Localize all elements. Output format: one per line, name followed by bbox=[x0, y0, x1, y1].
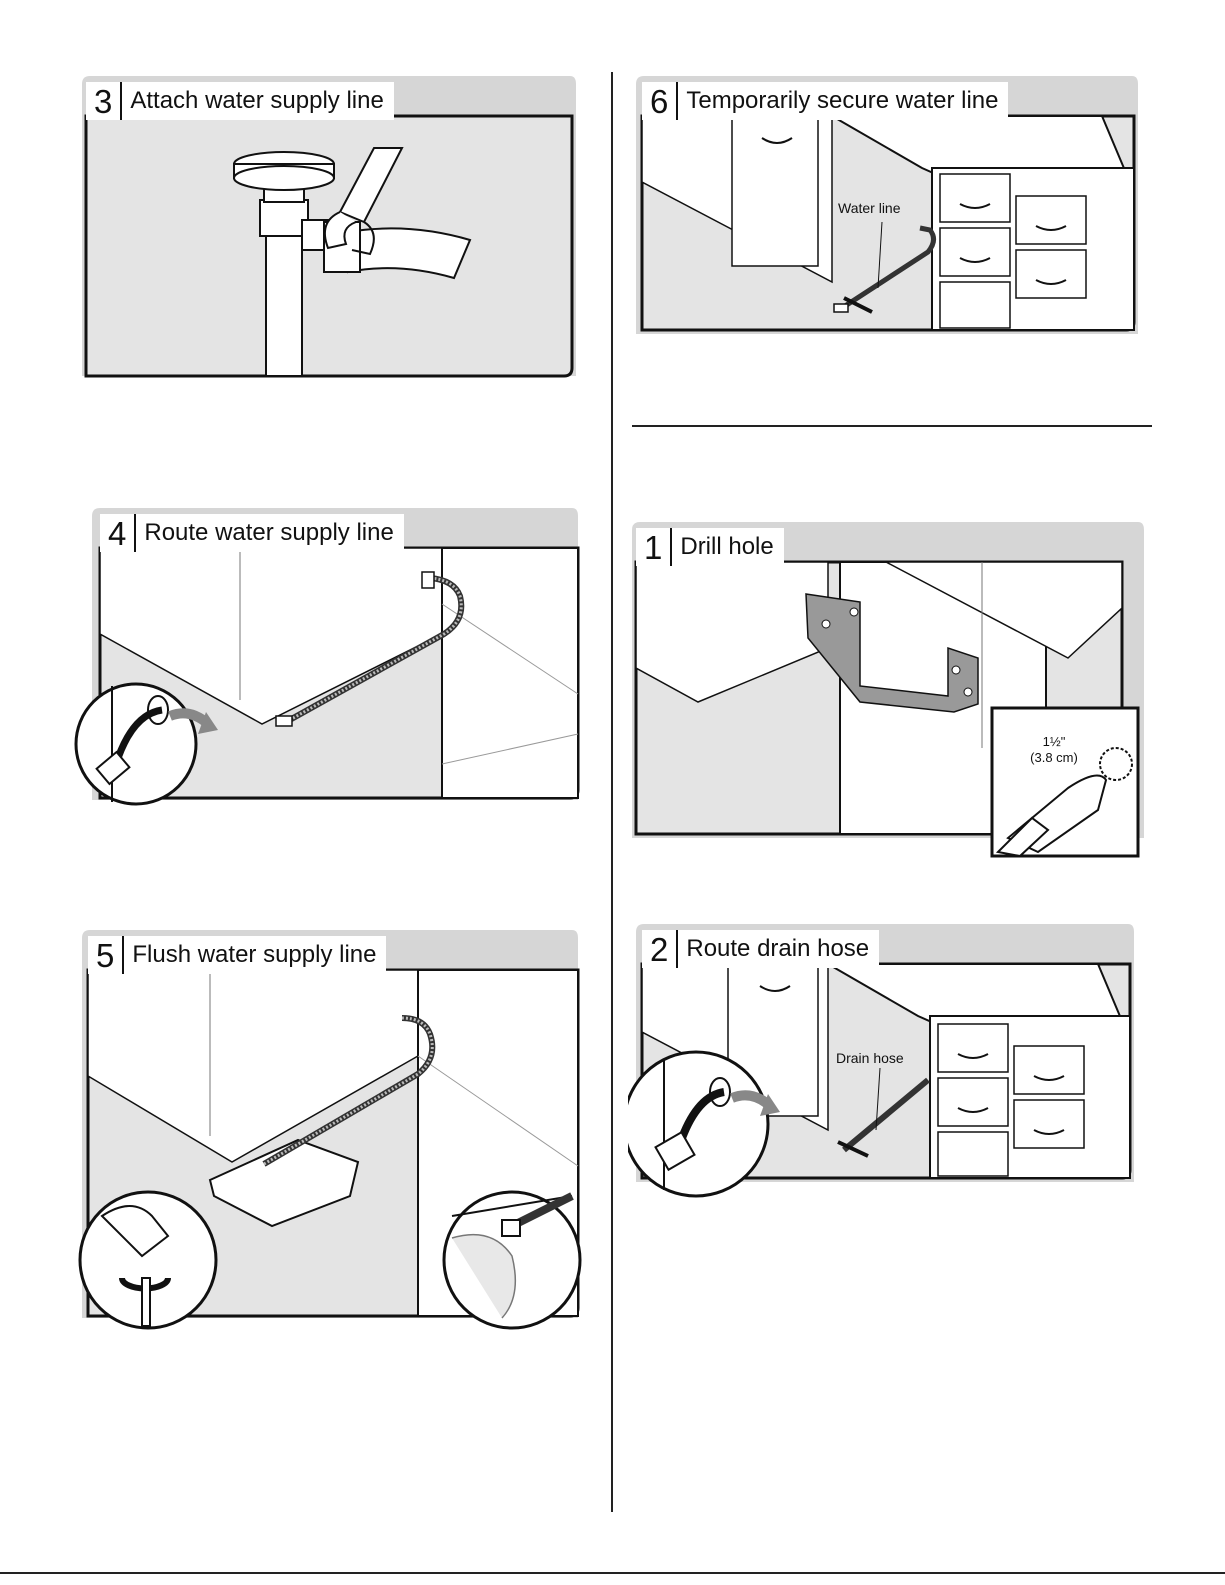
step-number: 5 bbox=[88, 936, 124, 974]
step-number: 3 bbox=[86, 82, 122, 120]
step-title: Route water supply line bbox=[136, 514, 403, 552]
step-number: 1 bbox=[636, 528, 672, 566]
drill-size-imperial: 1½" bbox=[1018, 734, 1090, 750]
drill-illustration bbox=[628, 518, 1148, 860]
step-tab-1: 1 Drill hole bbox=[636, 528, 784, 566]
step-number: 6 bbox=[642, 82, 678, 120]
drill-size-metric: (3.8 cm) bbox=[1018, 750, 1090, 766]
step-title: Flush water supply line bbox=[124, 936, 386, 974]
figure-attach-water-supply-line: 3 Attach water supply line bbox=[78, 72, 580, 384]
column-divider bbox=[611, 72, 613, 1512]
step-title: Route drain hose bbox=[678, 930, 879, 968]
step-tab-2: 2 Route drain hose bbox=[642, 930, 879, 968]
figure-drill-hole: 1 Drill hole 1½" (3.8 cm) bbox=[628, 518, 1148, 860]
step-title: Drill hole bbox=[672, 528, 783, 566]
water-line-callout: Water line bbox=[838, 200, 901, 216]
drain-hose-callout: Drain hose bbox=[836, 1050, 904, 1066]
step-tab-3: 3 Attach water supply line bbox=[86, 82, 394, 120]
figure-route-water-supply-line: 4 Route water supply line bbox=[72, 504, 584, 816]
footer-rule bbox=[0, 1572, 1225, 1574]
step-tab-6: 6 Temporarily secure water line bbox=[642, 82, 1008, 120]
figure-flush-water-supply-line: 5 Flush water supply line bbox=[72, 926, 584, 1342]
step-number: 2 bbox=[642, 930, 678, 968]
section-divider bbox=[632, 425, 1152, 427]
figure-route-drain-hose: 2 Route drain hose Drain hose bbox=[628, 920, 1140, 1220]
drill-size-label: 1½" (3.8 cm) bbox=[1018, 734, 1090, 766]
step-title: Attach water supply line bbox=[122, 82, 393, 120]
step-tab-4: 4 Route water supply line bbox=[100, 514, 404, 552]
step-tab-5: 5 Flush water supply line bbox=[88, 936, 386, 974]
step-title: Temporarily secure water line bbox=[678, 82, 1008, 120]
step-number: 4 bbox=[100, 514, 136, 552]
figure-temporarily-secure-water-line: 6 Temporarily secure water line Water li… bbox=[632, 72, 1142, 340]
flush-illustration bbox=[72, 926, 584, 1342]
